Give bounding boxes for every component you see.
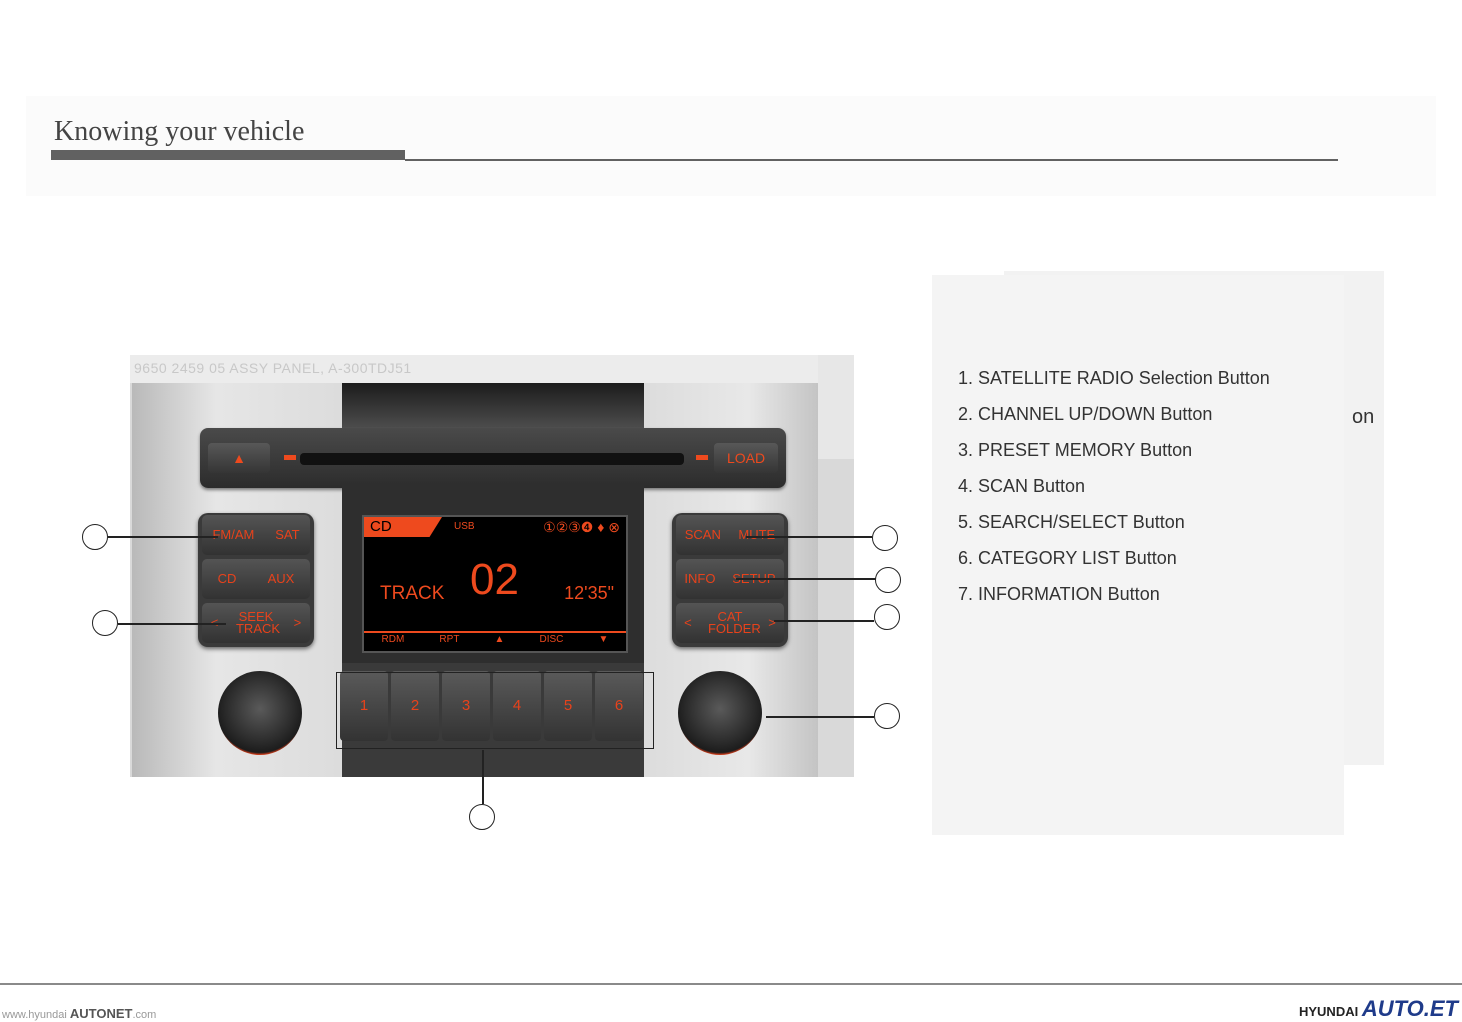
- tune-knob[interactable]: [678, 671, 762, 755]
- leader-line: [118, 623, 226, 625]
- overflow-text-fragment: on: [1352, 406, 1375, 428]
- footer-url-brand: AUTONET: [69, 1006, 133, 1021]
- display-track-label: TRACK: [380, 583, 445, 604]
- page-header: [26, 96, 1436, 196]
- legend-item: 2. CHANNEL UP/DOWN Button: [958, 404, 1213, 424]
- panel-center-top: [342, 383, 644, 431]
- preset-key-1[interactable]: 1: [340, 671, 388, 741]
- display-bottom-bar: RDM RPT ▲ DISC ▼: [364, 631, 626, 647]
- scan-mute-button[interactable]: SCAN MUTE: [676, 515, 784, 555]
- display-disc: DISC: [539, 634, 564, 645]
- callout-circle: [82, 524, 108, 550]
- footer-logo-mark: AUTO.ET: [1361, 996, 1458, 1021]
- page-title: Knowing your vehicle: [54, 116, 305, 147]
- slot-led-left: [284, 455, 296, 460]
- seek-track-label: SEEK TRACK: [235, 609, 281, 636]
- cd-label: CD: [217, 571, 237, 586]
- callout-circle: [92, 610, 118, 636]
- display-disc-icons: ①②③❹ ♦ ⊗: [543, 519, 620, 535]
- footer-url-suffix: .com: [132, 1009, 157, 1021]
- right-button-block: SCAN MUTE INFO SETUP < CAT FOLDER >: [672, 513, 788, 647]
- title-rule-thin: [405, 159, 1338, 161]
- cat-up-label: >: [768, 615, 776, 630]
- callout-circle: [874, 604, 900, 630]
- radio-display: CD USB ①②③❹ ♦ ⊗ TRACK 02 12'35" RDM RPT …: [362, 515, 628, 653]
- callout-circle: [875, 567, 901, 593]
- aux-label: AUX: [267, 571, 295, 586]
- display-track-number: 02: [470, 555, 519, 604]
- legend-item: 6. CATEGORY LIST Button: [958, 548, 1177, 568]
- cd-aux-button[interactable]: CD AUX: [202, 559, 310, 599]
- display-down: ▼: [598, 634, 609, 645]
- preset-key-6[interactable]: 6: [595, 671, 643, 741]
- leader-line: [108, 536, 218, 538]
- radio-panel-figure: 9650 2459 05 ASSY PANEL, A-300TDJ51 ▲ LO…: [130, 355, 854, 777]
- load-button[interactable]: LOAD: [714, 443, 778, 473]
- display-time: 12'35": [564, 583, 614, 603]
- display-rpt: RPT: [439, 634, 460, 645]
- legend-item: 3. PRESET MEMORY Button: [958, 440, 1193, 460]
- scan-label: SCAN: [684, 527, 721, 542]
- footer-url-prefix: www.hyundai: [2, 1009, 67, 1021]
- legend-item: 4. SCAN Button: [958, 476, 1086, 496]
- display-rdm: RDM: [381, 634, 405, 645]
- legend-item: 1. SATELLITE RADIO Selection Button: [958, 368, 1270, 388]
- title-rule-thick: [51, 150, 405, 160]
- footer-logo-brand: HYUNDAI: [1298, 1004, 1359, 1019]
- preset-key-2[interactable]: 2: [391, 671, 439, 741]
- left-button-block: FM/AM SAT CD AUX < SEEK TRACK >: [198, 513, 314, 647]
- display-usb: USB: [454, 521, 475, 532]
- cat-down-label: <: [684, 615, 692, 630]
- sat-label: SAT: [275, 527, 300, 542]
- legend-item: 5. SEARCH/SELECT Button: [958, 512, 1185, 532]
- callout-circle: [872, 525, 898, 551]
- footer-rule: [0, 983, 1462, 985]
- eject-button[interactable]: ▲: [208, 443, 270, 473]
- mute-label: MUTE: [738, 527, 776, 542]
- leader-line: [774, 620, 874, 622]
- cat-folder-label: CAT FOLDER: [707, 609, 761, 636]
- legend-item: 7. INFORMATION Button: [958, 584, 1160, 604]
- leader-line: [736, 578, 876, 580]
- display-source: CD: [364, 517, 442, 537]
- cat-folder-button[interactable]: < CAT FOLDER >: [676, 603, 784, 643]
- volume-knob[interactable]: [218, 671, 302, 755]
- fm-am-sat-button[interactable]: FM/AM SAT: [202, 515, 310, 555]
- callout-circle: [874, 703, 900, 729]
- legend-list: 1. SATELLITE RADIO Selection Button 2. C…: [958, 366, 1270, 618]
- figure-caption: 9650 2459 05 ASSY PANEL, A-300TDJ51: [134, 360, 412, 376]
- seek-down-label: <: [211, 616, 219, 629]
- info-label: INFO: [684, 571, 716, 586]
- cd-slot: [300, 453, 684, 465]
- display-up: ▲: [494, 634, 505, 645]
- figure-caption-strip: [130, 355, 854, 383]
- leader-line: [746, 536, 872, 538]
- figure-corner: [818, 355, 854, 459]
- legend-panel: [932, 275, 1344, 835]
- preset-highlight-frame: [336, 672, 654, 749]
- seek-up-label: >: [293, 615, 302, 630]
- footer-url: www.hyundai AUTONET.com: [2, 1006, 156, 1021]
- leader-line: [482, 750, 484, 804]
- preset-key-3[interactable]: 3: [442, 671, 490, 741]
- preset-key-5[interactable]: 5: [544, 671, 592, 741]
- footer-logo: HYUNDAI AUTO.ET: [1299, 996, 1458, 1022]
- fm-am-label: FM/AM: [212, 527, 255, 542]
- callout-circle: [469, 804, 495, 830]
- preset-row: 1 2 3 4 5 6: [336, 671, 652, 745]
- leader-line: [766, 716, 874, 718]
- preset-key-4[interactable]: 4: [493, 671, 541, 741]
- slot-led-right: [696, 455, 708, 460]
